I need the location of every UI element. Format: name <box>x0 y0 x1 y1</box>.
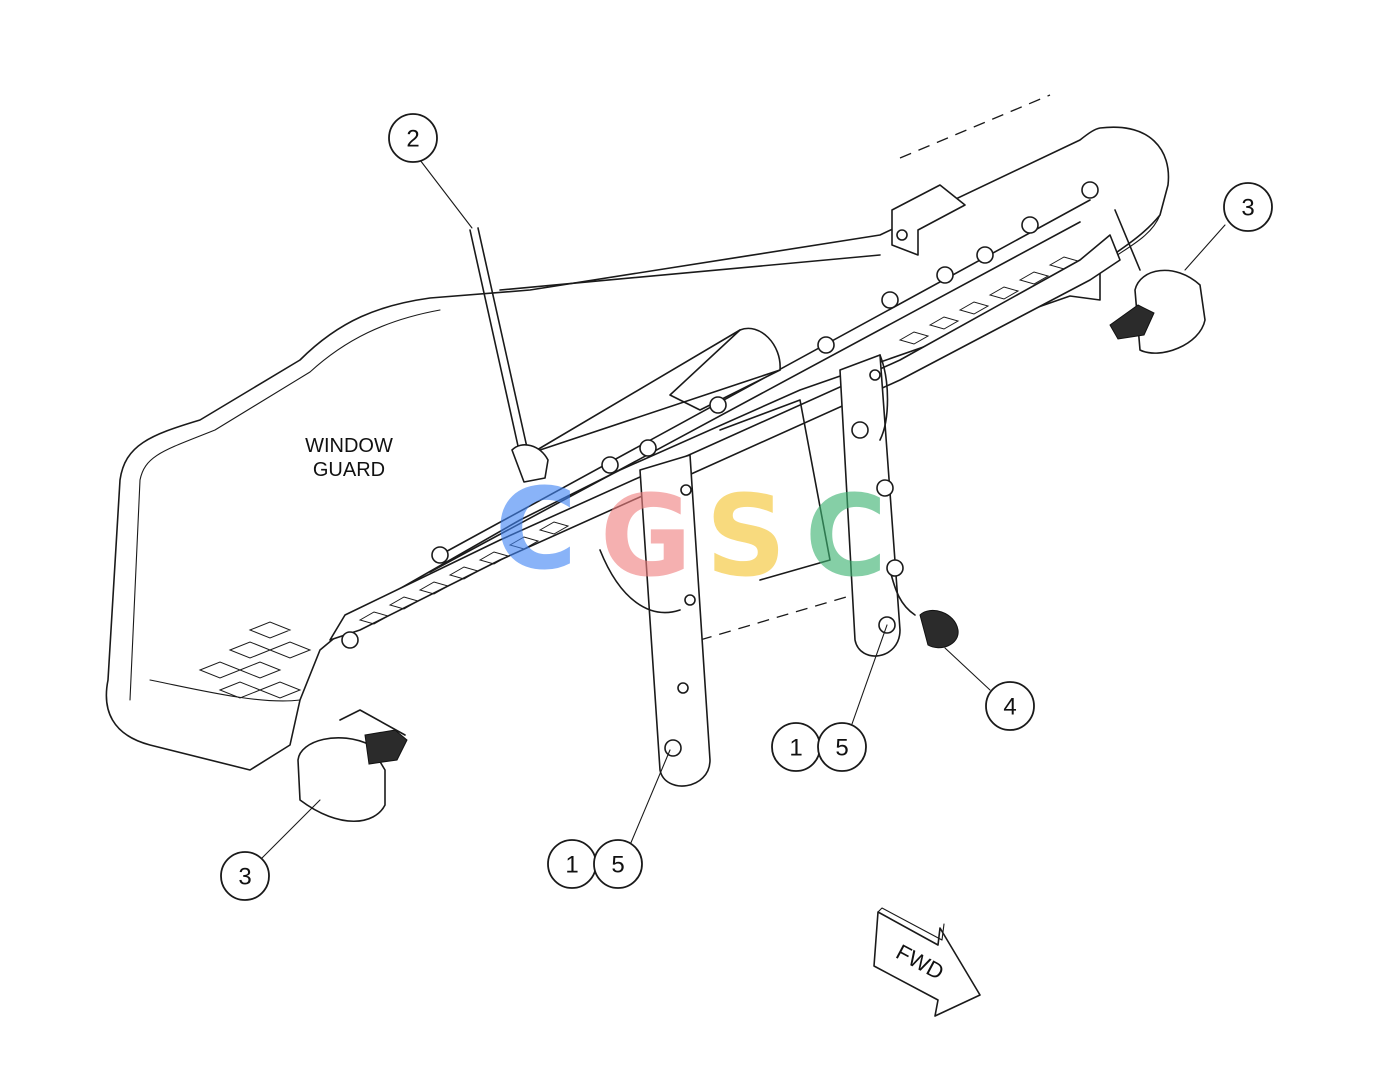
svg-text:1: 1 <box>565 852 578 879</box>
callout-4: 4 <box>985 681 1035 731</box>
svg-text:3: 3 <box>238 864 251 891</box>
mounting-bracket-top <box>891 184 966 256</box>
watermark-letter-3: S <box>706 472 787 602</box>
svg-text:5: 5 <box>611 852 624 879</box>
window-guard <box>105 94 1170 771</box>
callout-1-right: 1 <box>771 722 821 772</box>
watermark: C G S C <box>495 465 887 602</box>
svg-text:1: 1 <box>789 735 802 762</box>
lamp-upper-right <box>1109 209 1206 354</box>
callout-3-upper: 3 <box>1223 182 1273 232</box>
watermark-letter-2: G <box>600 472 692 602</box>
harness-clips <box>341 181 1099 757</box>
svg-text:3: 3 <box>1241 195 1254 222</box>
watermark-letter-1: C <box>495 465 577 595</box>
lamp-lower-left <box>297 709 408 822</box>
window-guard-label-line2: GUARD <box>313 459 385 481</box>
fwd-arrow-icon: FWD <box>873 907 981 1017</box>
svg-text:2: 2 <box>406 126 419 153</box>
window-guard-label-line1: WINDOW <box>305 435 393 457</box>
window-guard-label: WINDOW GUARD <box>305 435 393 481</box>
callout-2: 2 <box>388 113 438 163</box>
svg-text:4: 4 <box>1003 694 1016 721</box>
watermark-letter-4: C <box>805 472 887 602</box>
svg-text:5: 5 <box>835 735 848 762</box>
callout-5-center: 5 <box>593 839 643 889</box>
callout-5-right: 5 <box>817 722 867 772</box>
antenna <box>469 227 549 483</box>
callout-3-lower: 3 <box>220 851 270 901</box>
callout-1-center: 1 <box>547 839 597 889</box>
mesh-panel-lower <box>198 621 312 699</box>
leader-lines <box>261 159 1226 859</box>
support-bracket-center <box>599 399 831 787</box>
mesh-channel <box>358 256 1080 625</box>
